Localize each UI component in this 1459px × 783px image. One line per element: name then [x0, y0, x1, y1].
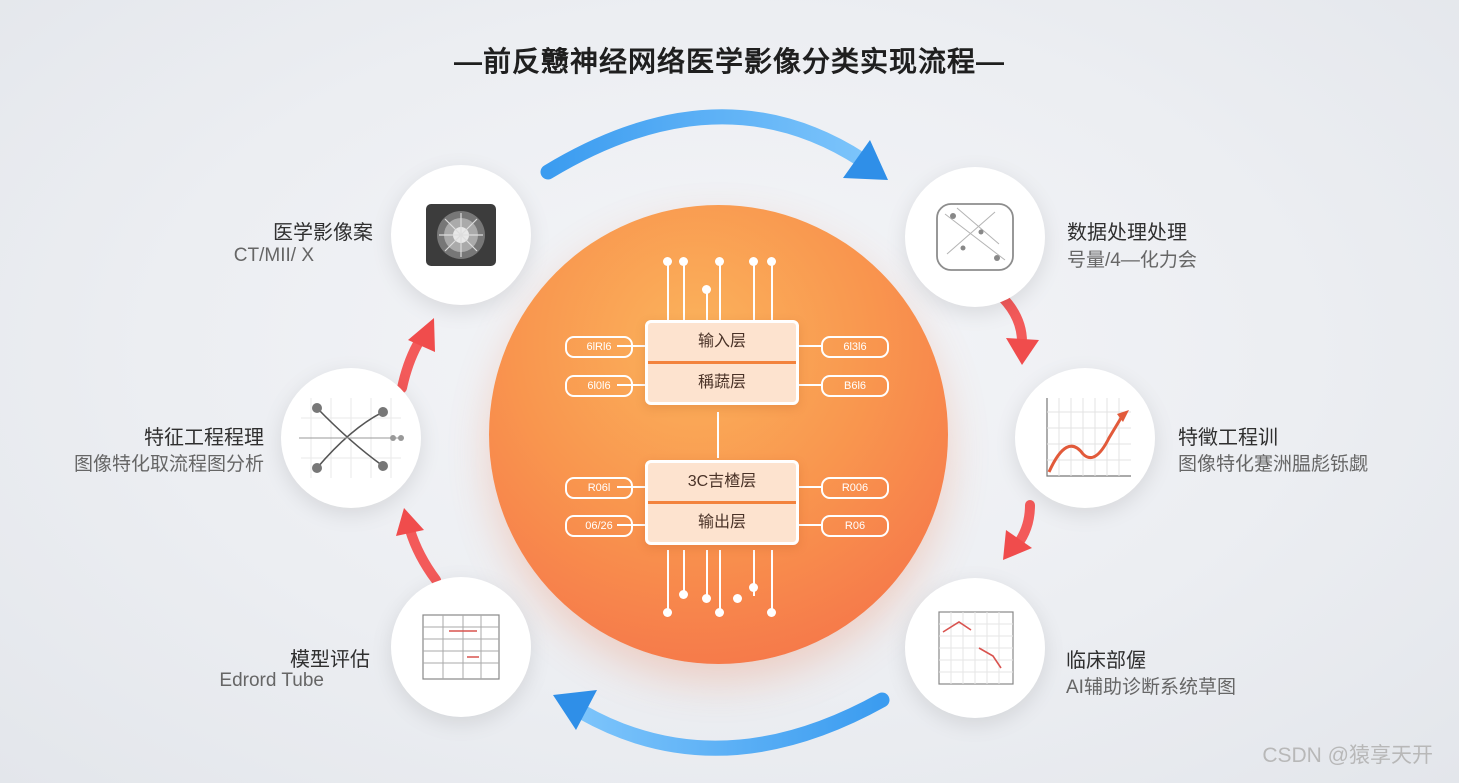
tag-left-4: 06/26 — [565, 515, 633, 537]
left-lower-red-arrowhead — [396, 508, 424, 536]
page-title: —前反戆神经网络医学影像分类实现流程— — [453, 46, 1005, 77]
hidden-layer: 稱蔬层 — [697, 374, 746, 391]
step-label-model-evaluation: 模型评估 — [290, 649, 370, 671]
step-sub-feature-engineering: 图像特化取流程图分析 — [73, 454, 264, 475]
tag-right-2: B6l6 — [821, 375, 889, 397]
step-node-model-evaluation — [391, 577, 531, 717]
top-blue-arrowhead — [843, 140, 888, 180]
conv-layer: 3C吉楂层 — [648, 463, 796, 504]
input-layer: 输入层 — [648, 323, 796, 364]
upper-layer-block: 输入层 稱蔬层 — [645, 320, 799, 405]
left-upper-red-arrow — [397, 335, 425, 393]
watermark: CSDN @猿享天开 — [1262, 744, 1433, 767]
step-label-medical-images: 医学影像案 — [273, 222, 373, 244]
bottom-blue-arrow — [574, 692, 890, 756]
step-node-medical-images — [391, 165, 531, 305]
step-node-clinical-deployment — [905, 578, 1045, 718]
step-node-training — [1015, 368, 1155, 508]
top-blue-arrow — [540, 109, 870, 180]
step-sub-data-processing: 号量/4—化力会 — [1067, 250, 1197, 271]
clinical-chart-icon — [938, 611, 1014, 685]
tag-right-1: 6l3l6 — [821, 336, 889, 358]
step-sub-training: 图像特化蹇洲腽彪铄觑 — [1178, 454, 1369, 475]
evaluation-table-icon — [422, 614, 500, 680]
lower-layer-block: 3C吉楂层 输出层 — [645, 460, 799, 545]
step-node-feature-engineering — [281, 368, 421, 508]
tag-left-3: R06l — [565, 477, 633, 499]
step-label-data-processing: 数据处理处理 — [1067, 222, 1187, 244]
tag-right-3: R006 — [821, 477, 889, 499]
tag-left-1: 6lRl6 — [565, 336, 633, 358]
tag-right-4: R06 — [821, 515, 889, 537]
left-upper-red-arrowhead — [408, 318, 435, 352]
training-curve-icon — [1046, 398, 1131, 477]
step-node-data-processing — [905, 167, 1045, 307]
step-label-feature-engineering: 特征工程程理 — [144, 427, 264, 449]
step-sub-model-evaluation: Edrord Tube — [219, 670, 324, 691]
step-label-training: 特徵工程训 — [1178, 427, 1278, 449]
step-label-clinical-deployment: 临床部偓 — [1066, 650, 1146, 672]
step-sub-clinical-deployment: AI辅助诊断系统草图 — [1066, 677, 1236, 698]
left-lower-red-arrow — [405, 525, 441, 585]
preprocess-sketch-icon — [936, 203, 1014, 271]
output-layer: 输出层 — [697, 514, 746, 531]
right-lower-red-arrowhead — [1003, 530, 1032, 560]
bottom-blue-arrowhead — [553, 690, 597, 730]
step-sub-medical-images: CT/MII/ X — [233, 245, 314, 266]
right-upper-red-arrowhead — [1006, 338, 1039, 365]
ct-scan-icon — [426, 204, 496, 266]
tag-left-2: 6l0l6 — [565, 375, 633, 397]
feature-network-icon — [299, 398, 404, 478]
right-upper-red-arrow — [998, 293, 1027, 347]
